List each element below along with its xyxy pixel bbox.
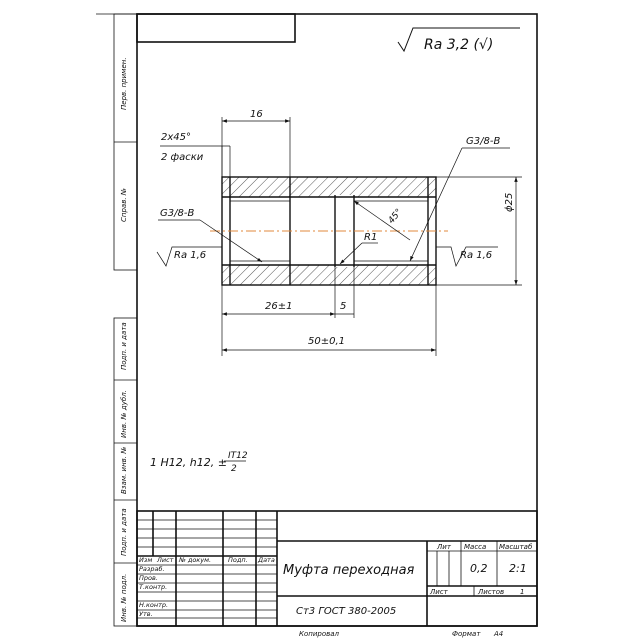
dimension-16-label: 16 [250,109,263,120]
sheet-label: Лист [429,588,449,596]
dimension-16: 16 [221,109,291,177]
general-roughness-label: Ra 3,2 (√) [424,37,493,53]
dimension-26-label: 26±1 [265,301,292,312]
sheets-value: 1 [520,588,524,596]
thread-left-label: G3/8-B [160,208,194,219]
sheet-frame [96,13,538,627]
part-view [210,176,448,286]
rev-header-sign: Подп. [228,556,248,564]
angle-45-label: 45° [387,207,405,226]
scale-label: Масштаб [499,543,533,551]
format-label: Формат [452,630,481,638]
thread-right-callout: G3/8-B [409,136,510,262]
roughness-left: Ra 1,6 [156,246,222,267]
diameter-dimension: ϕ25 [436,176,522,286]
title-block-text: Изм Лист № докум. Подп. Дата Разраб. Про… [139,543,533,618]
tolerance-denominator: 2 [231,464,237,474]
roughness-left-label: Ra 1,6 [174,250,206,261]
rev-header-sheet: Лист [156,556,174,564]
radius-label: R1 [364,232,377,243]
side-stamp-3: Подп. и дата [120,322,128,370]
chamfer-size-label: 2x45° [161,132,191,143]
diameter-label: ϕ25 [504,193,515,212]
side-strip: Перв. примен. Справ. № Подп. и дата Инв.… [113,13,138,627]
copied-label: Копировал [299,630,340,638]
lit-label: Лит [436,543,452,551]
role-approver: Утв. [139,610,153,618]
roughness-right: Ra 1,6 [436,246,498,267]
role-norm-control: Н.контр. [139,601,168,609]
part-name: Муфта переходная [283,563,415,578]
sheets-label: Листов [477,588,504,596]
rev-header-doc: № докум. [178,556,211,564]
mass-value: 0,2 [470,562,488,575]
material: Ст3 ГОСТ 380-2005 [296,606,396,617]
tolerance-note: 1 H12, h12, ± IT12 2 [150,451,248,474]
tolerance-note-text: 1 H12, h12, ± [150,456,227,469]
role-tech-control: Т.контр. [139,583,167,591]
dimension-50-label: 50±0,1 [308,336,345,347]
side-stamp-4: Инв. № дубл. [120,390,128,438]
mass-label: Масса [464,543,486,551]
chamfer-count-label: 2 фаски [161,152,204,163]
side-stamp-7: Инв. № подл. [120,574,128,622]
radius-callout: R1 [339,232,378,265]
role-developer: Разраб. [139,565,165,573]
side-stamp-1: Перв. примен. [120,57,128,110]
format-value: А4 [493,630,503,638]
thread-left-callout: G3/8-B [158,208,263,263]
roughness-right-label: Ra 1,6 [460,250,492,261]
rev-header-change: Изм [139,556,152,564]
general-roughness: Ra 3,2 (√) [397,27,520,53]
rev-header-date: Дата [257,556,275,564]
side-stamp-6: Подп. и дата [120,508,128,556]
tolerance-numerator: IT12 [228,451,248,461]
groove-5-label: 5 [340,301,346,312]
side-stamp-2: Справ. № [120,188,128,222]
dimension-26-5: 26±1 5 [221,267,355,356]
chamfer-leader: 2x45° 2 фаски [160,132,231,177]
dimension-50: 50±0,1 [222,285,437,356]
role-checker: Пров. [139,574,158,582]
title-block [136,510,538,627]
footer: Копировал Формат А4 [299,630,503,638]
thread-right-label: G3/8-B [466,136,500,147]
scale-value: 2:1 [509,562,527,575]
angle-45: 45° [353,200,411,241]
side-stamp-5: Взам. инв. № [120,446,128,494]
